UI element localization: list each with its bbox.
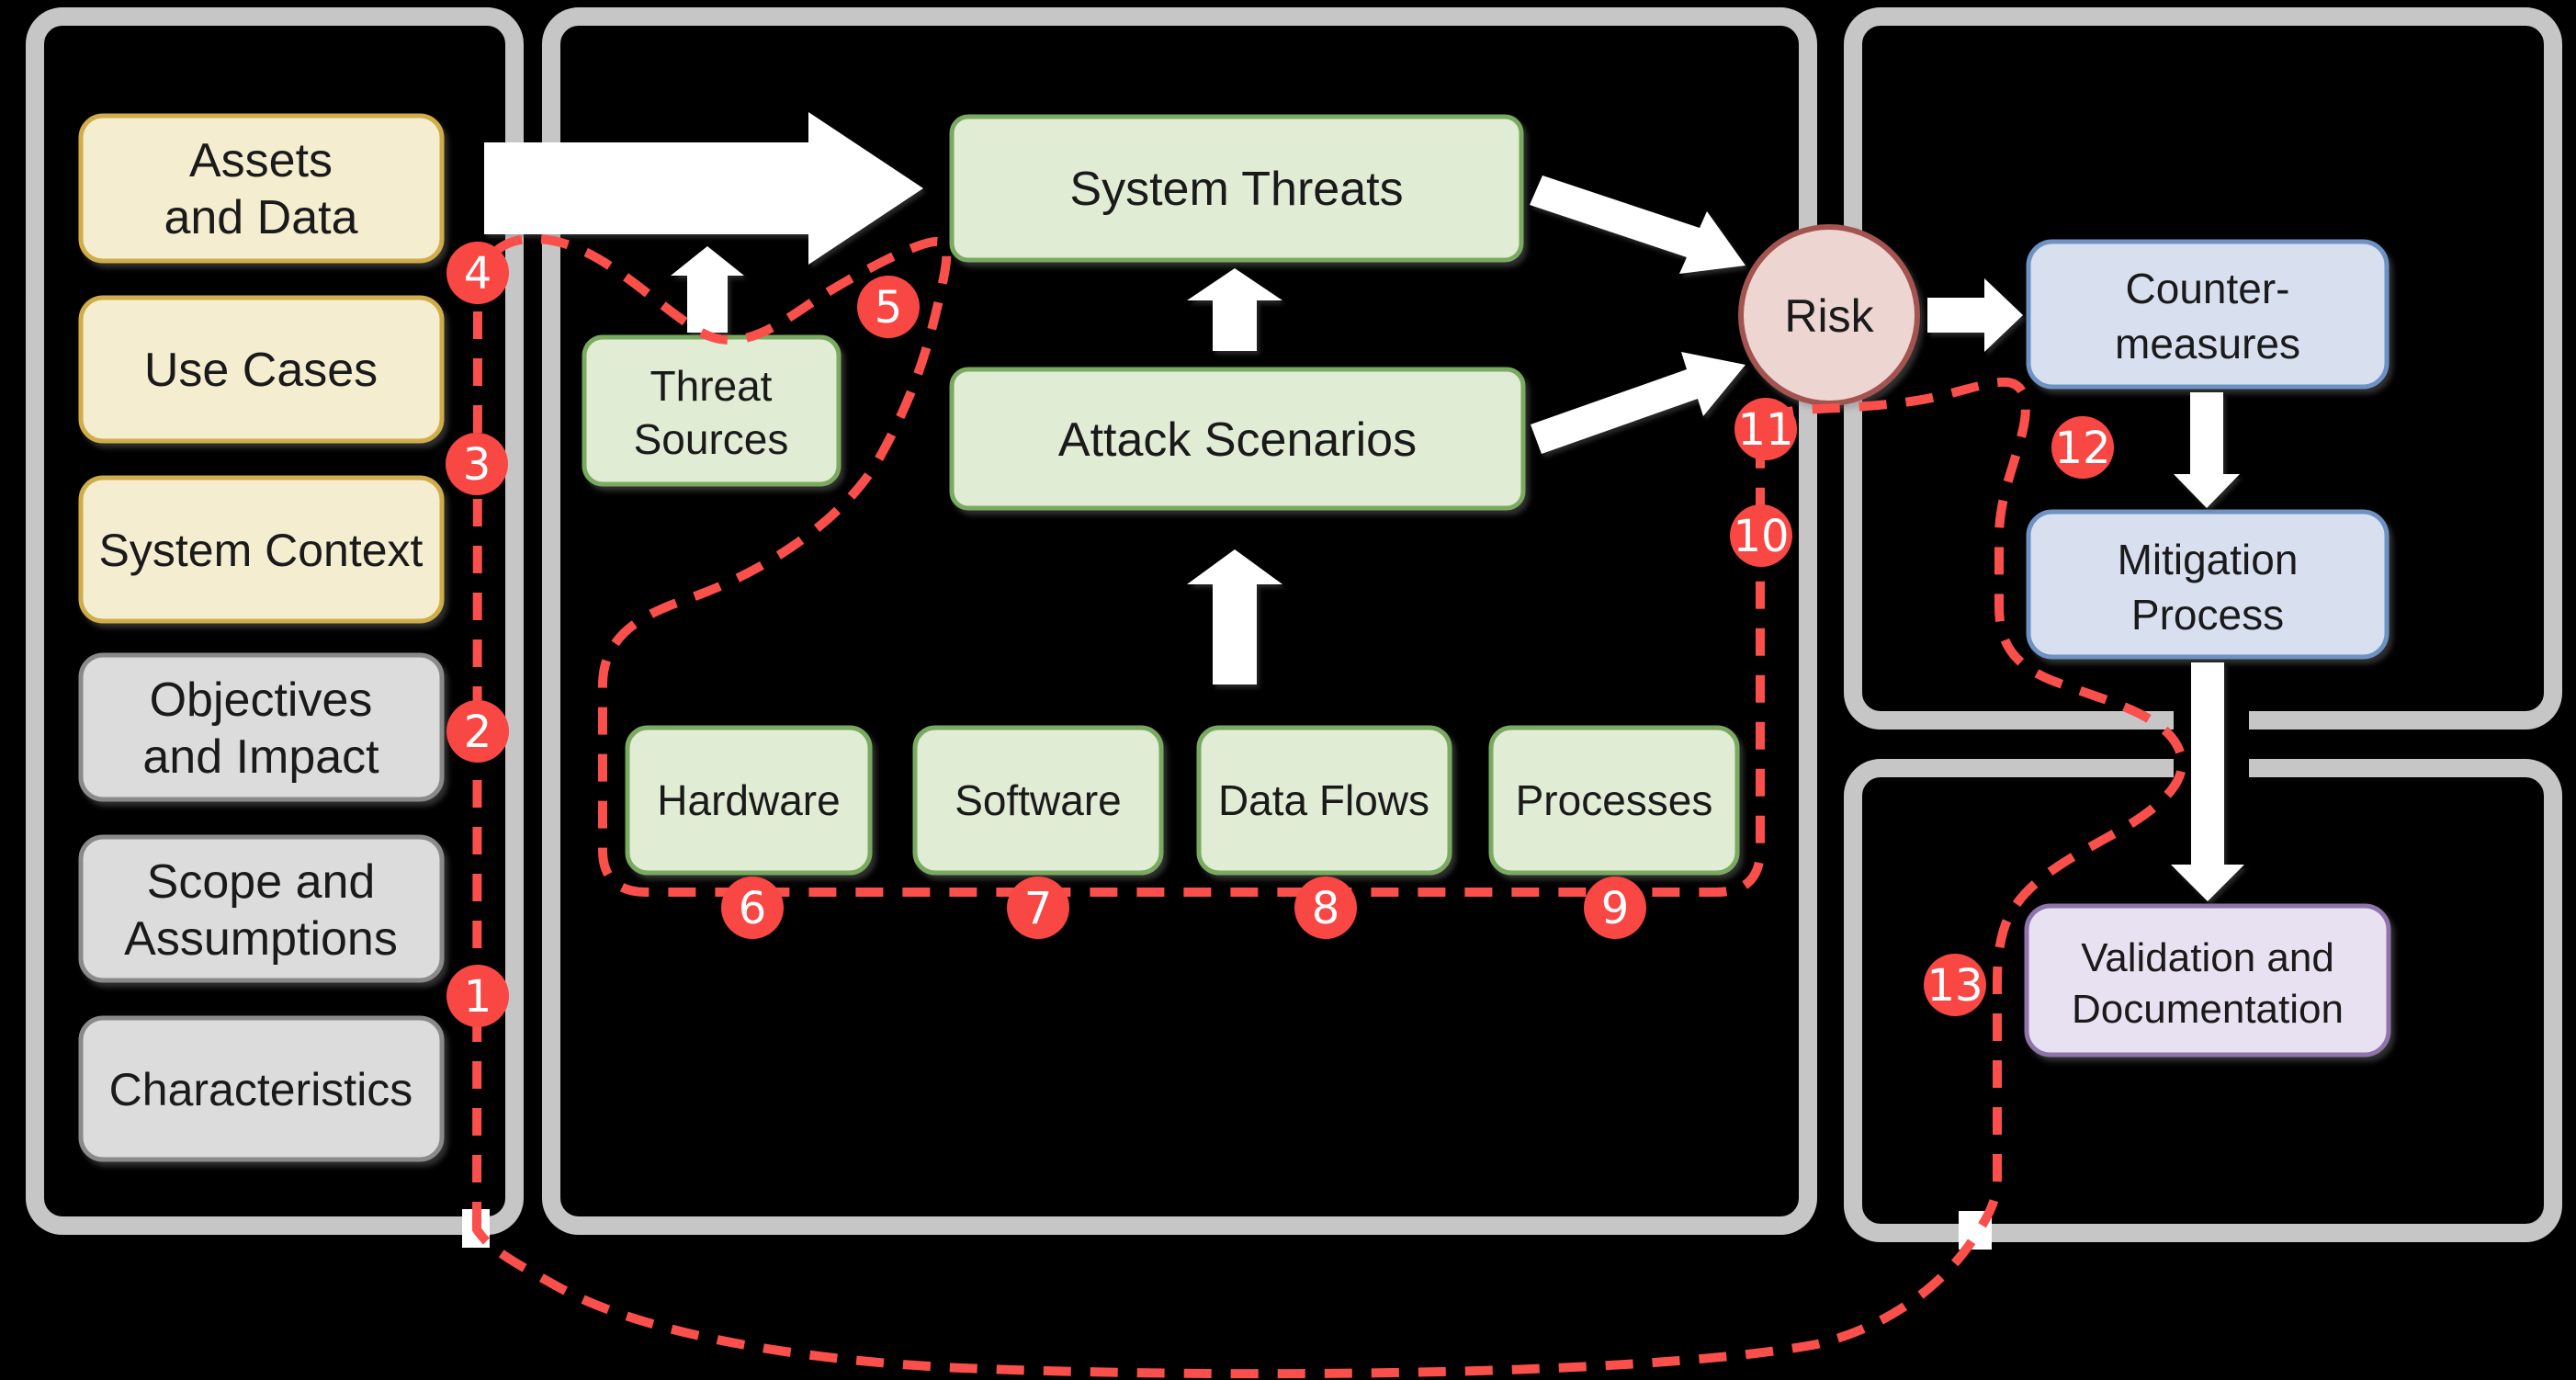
node-system-threats-label: System Threats — [1069, 163, 1403, 216]
node-objectives-and-impact: Objectives and Impact — [78, 652, 445, 802]
step-badge-1: 1 — [446, 965, 509, 1027]
svg-text:5: 5 — [875, 282, 903, 334]
arrow-threat-sources-up — [671, 246, 744, 333]
svg-text:4: 4 — [464, 248, 492, 300]
node-mitigation-process: Mitigation Process — [2026, 509, 2390, 660]
step-badge-2: 2 — [446, 700, 509, 763]
node-scope-label-line1: Scope and — [147, 855, 376, 909]
arrow-risk-to-countermeasures — [1927, 278, 2023, 352]
arrow-components-to-attack — [1187, 549, 1282, 684]
node-assets-and-data: Assets and Data — [78, 113, 445, 264]
svg-text:1: 1 — [464, 971, 492, 1023]
process-flow-path — [471, 233, 2187, 1379]
node-use-cases-label: Use Cases — [144, 344, 378, 397]
svg-text:10: 10 — [1733, 511, 1789, 562]
panel-middle — [542, 7, 1817, 1235]
svg-text:2: 2 — [464, 707, 492, 758]
node-software-label: Software — [955, 776, 1122, 824]
node-scope-label-line2: Assumptions — [124, 912, 398, 966]
panel-left — [26, 7, 524, 1235]
node-objectives-label-line2: and Impact — [142, 730, 379, 784]
node-mitigation-label-line1: Mitigation — [2118, 536, 2299, 583]
node-hardware-label: Hardware — [657, 776, 840, 824]
node-system-threats: System Threats — [949, 114, 1524, 263]
arrow-attack-scenarios-to-risk — [1531, 352, 1746, 454]
node-attack-scenarios: Attack Scenarios — [949, 367, 1526, 511]
svg-text:11: 11 — [1737, 404, 1793, 456]
step-badges: 1 2 3 4 5 6 7 8 — [446, 242, 2114, 1027]
node-threat-sources-label-line1: Threat — [650, 362, 773, 410]
node-risk-label: Risk — [1784, 290, 1874, 342]
node-countermeasures-label-line2: measures — [2115, 320, 2300, 368]
step-badge-3: 3 — [446, 433, 508, 495]
node-countermeasures-label-line1: Counter- — [2126, 265, 2290, 312]
node-data-flows: Data Flows — [1196, 725, 1452, 876]
step-badge-9: 9 — [1584, 877, 1646, 939]
node-system-context: System Context — [78, 475, 445, 624]
step-badge-4: 4 — [446, 242, 509, 304]
node-software: Software — [912, 725, 1164, 876]
arrow-mitigation-to-validation — [2171, 662, 2244, 901]
svg-text:6: 6 — [739, 883, 767, 934]
node-countermeasures: Counter- measures — [2026, 239, 2390, 390]
node-threat-sources-label-line2: Sources — [634, 415, 789, 463]
svg-text:8: 8 — [1312, 883, 1340, 934]
node-validation-label-line2: Documentation — [2072, 987, 2344, 1032]
step-badge-10: 10 — [1730, 504, 1792, 567]
node-hardware: Hardware — [625, 725, 873, 876]
node-threat-sources: Threat Sources — [582, 334, 842, 487]
step-badge-6: 6 — [721, 877, 784, 939]
node-objectives-label-line1: Objectives — [150, 673, 373, 727]
arrow-countermeasures-to-mitigation — [2174, 392, 2240, 508]
node-scope-and-assumptions: Scope and Assumptions — [78, 834, 445, 983]
node-mitigation-label-line2: Process — [2131, 591, 2284, 639]
node-characteristics-label: Characteristics — [109, 1064, 413, 1115]
node-processes-label: Processes — [1516, 776, 1713, 824]
step-badge-12: 12 — [2051, 416, 2114, 479]
node-use-cases: Use Cases — [78, 295, 445, 444]
step-badge-7: 7 — [1007, 877, 1069, 939]
svg-text:9: 9 — [1601, 883, 1630, 934]
node-validation-label-line1: Validation and — [2081, 935, 2334, 980]
svg-text:3: 3 — [463, 439, 491, 491]
node-characteristics: Characteristics — [78, 1015, 445, 1162]
step-badge-8: 8 — [1294, 877, 1357, 939]
node-assets-and-data-label-line1: Assets — [189, 134, 333, 187]
node-risk: Risk — [1738, 224, 1920, 406]
node-assets-and-data-label-line2: and Data — [164, 191, 357, 244]
step-badge-13: 13 — [1924, 954, 1986, 1016]
svg-text:12: 12 — [2054, 423, 2110, 474]
node-data-flows-label: Data Flows — [1218, 776, 1429, 824]
node-processes: Processes — [1488, 725, 1740, 876]
arrow-system-threats-to-risk — [1530, 175, 1746, 274]
node-attack-scenarios-label: Attack Scenarios — [1058, 413, 1417, 467]
svg-text:13: 13 — [1926, 960, 1983, 1012]
arrow-attack-to-system-threats — [1187, 268, 1282, 351]
step-badge-11: 11 — [1734, 398, 1797, 460]
step-badge-5: 5 — [857, 276, 920, 338]
svg-text:7: 7 — [1024, 883, 1053, 934]
node-system-context-label: System Context — [99, 525, 424, 576]
arrow-description-to-threats — [484, 112, 923, 265]
node-validation-documentation: Validation and Documentation — [2024, 903, 2391, 1058]
